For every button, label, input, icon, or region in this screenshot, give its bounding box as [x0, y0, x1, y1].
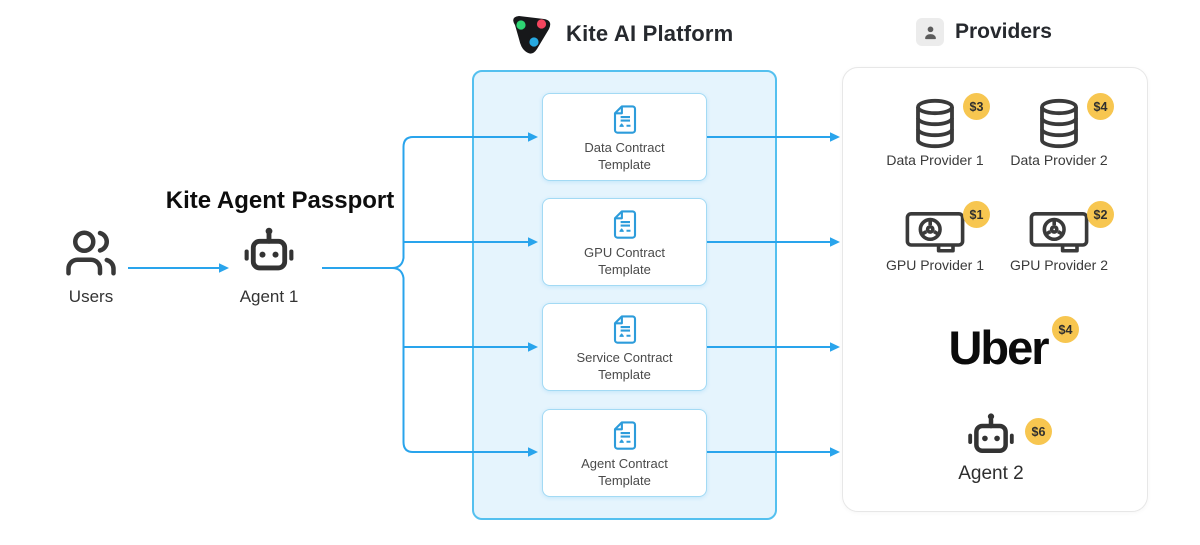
provider-label: GPU Provider 1	[885, 257, 985, 273]
platform-header: Kite AI Platform	[508, 12, 733, 56]
provider-label: Agent 2	[958, 463, 1024, 484]
service-contract-template-card: Service Contract Template	[542, 303, 707, 391]
users-node: Users	[62, 226, 120, 307]
database-icon	[1040, 98, 1078, 149]
providers-header: Providers	[916, 18, 1052, 46]
data-contract-template-card: Data Contract Template	[542, 93, 707, 181]
template-label-line2: Template	[598, 261, 651, 277]
contract-document-icon	[613, 421, 636, 450]
robot-icon	[968, 413, 1014, 453]
platform-title: Kite AI Platform	[566, 21, 734, 46]
data-provider-1-node	[911, 97, 959, 156]
gpu-icon	[1029, 212, 1089, 253]
users-label: Users	[68, 287, 114, 306]
kite-logo-icon	[513, 16, 551, 54]
users-icon	[66, 230, 116, 276]
gpu-icon	[905, 212, 965, 253]
price-badge: $3	[963, 93, 990, 120]
price-badge: $2	[1087, 201, 1114, 228]
template-label: Data Contract	[584, 140, 665, 156]
agent-contract-template-card: Agent Contract Template	[542, 409, 707, 497]
contract-document-icon	[613, 210, 636, 239]
template-label: GPU Contract	[584, 245, 665, 261]
contract-document-icon	[613, 105, 636, 134]
price-badge: $6	[1025, 418, 1052, 445]
provider-label: GPU Provider 2	[1009, 257, 1109, 273]
data-provider-2-node	[1035, 97, 1083, 156]
price-badge: $1	[963, 201, 990, 228]
providers-panel: $3 Data Provider 1 $4 Data Provider 2	[842, 67, 1148, 512]
price-badge: $4	[1087, 93, 1114, 120]
provider-label: Data Provider 1	[886, 152, 984, 168]
robot-icon	[244, 227, 294, 271]
gpu-provider-1-node	[902, 209, 968, 262]
data-provider-1-label-wrap: Data Provider 1	[855, 152, 1015, 168]
agent2-label-wrap: Agent 2	[916, 463, 1066, 485]
agent1-node: Agent 1	[238, 222, 300, 307]
contract-document-icon	[613, 315, 636, 344]
database-icon	[916, 98, 954, 149]
template-label-line2: Template	[598, 156, 651, 172]
person-icon	[916, 18, 944, 46]
uber-logo: Uber	[948, 321, 1049, 374]
gpu-provider-2-node	[1026, 209, 1092, 262]
agent1-label: Agent 1	[239, 287, 299, 306]
template-label-line2: Template	[598, 366, 651, 382]
gpu-provider-2-label-wrap: GPU Provider 2	[979, 257, 1139, 273]
gpu-provider-1-label-wrap: GPU Provider 1	[855, 257, 1015, 273]
template-label: Agent Contract	[581, 456, 668, 472]
provider-label: Data Provider 2	[1010, 152, 1108, 168]
providers-title: Providers	[955, 20, 1052, 43]
data-provider-2-label-wrap: Data Provider 2	[979, 152, 1139, 168]
price-badge: $4	[1052, 316, 1079, 343]
agent2-node	[963, 408, 1019, 467]
template-label: Service Contract	[576, 350, 673, 366]
gpu-contract-template-card: GPU Contract Template	[542, 198, 707, 286]
template-label-line2: Template	[598, 472, 651, 488]
passport-title: Kite Agent Passport	[165, 187, 395, 214]
